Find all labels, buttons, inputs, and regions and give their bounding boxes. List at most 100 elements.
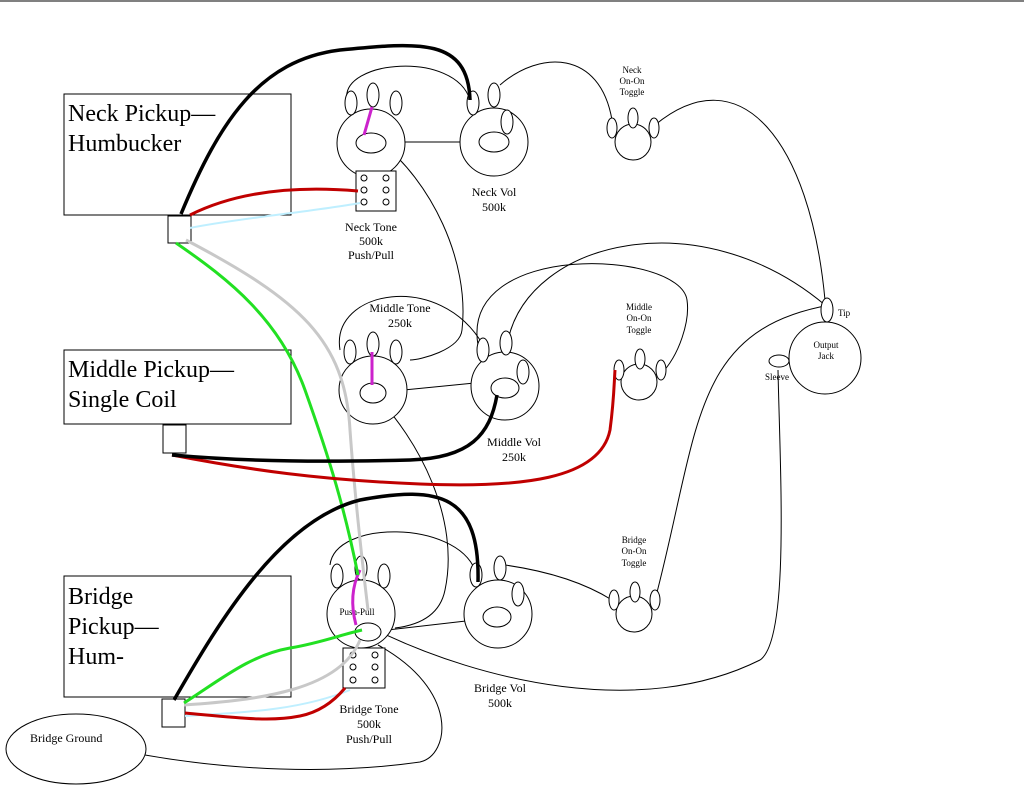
neck-toggle-lug-3 bbox=[648, 117, 660, 139]
wire-middle-red bbox=[171, 369, 617, 487]
bridge-vol-lug-3 bbox=[511, 581, 525, 607]
bridge-pickup-label-1: Bridge bbox=[68, 584, 133, 610]
middle-toggle-lug-2 bbox=[634, 348, 646, 370]
bridge-pickup-label-3: Hum- bbox=[68, 644, 124, 670]
wire-bridge-gray bbox=[183, 639, 362, 707]
middle-tone-pot: Middle Tone 250k bbox=[338, 301, 431, 425]
wire-bridge-toggle-to-tip bbox=[654, 304, 831, 601]
bridge-toggle-lug-1 bbox=[608, 589, 620, 611]
thin-wires bbox=[144, 61, 831, 770]
wire-neck-toggle-to-tip bbox=[654, 99, 826, 301]
output-jack-label-1: Output bbox=[813, 340, 839, 350]
middle-tone-shaft bbox=[359, 382, 387, 404]
bridge-toggle: Bridge On-On Toggle bbox=[608, 535, 661, 633]
neck-vol-label-1: Neck Vol bbox=[472, 185, 517, 199]
wire-bridge-green bbox=[183, 628, 363, 705]
middle-pickup-label-1: Middle Pickup— bbox=[68, 357, 235, 383]
middle-toggle-lug-3 bbox=[655, 359, 667, 381]
neck-tone-label-2: 500k bbox=[359, 234, 383, 248]
middle-toggle-body bbox=[620, 363, 658, 401]
bridge-vol-lug-1 bbox=[469, 562, 483, 588]
bridge-tone-label-1: Bridge Tone bbox=[339, 702, 398, 716]
neck-toggle-body bbox=[614, 123, 652, 161]
wire-neck-red bbox=[189, 187, 359, 217]
bridge-tone-label-2: 500k bbox=[357, 717, 381, 731]
bridge-ground-label: Bridge Ground bbox=[30, 731, 102, 745]
neck-vol-lug-3 bbox=[500, 109, 514, 135]
middle-vol-lug-3 bbox=[516, 359, 530, 385]
wire-middle-vol-to-toggle bbox=[476, 263, 689, 376]
wire-middle-tone-loop bbox=[338, 296, 484, 351]
wire-neck-vol-to-toggle bbox=[499, 61, 613, 121]
middle-vol-pot: Middle Vol 250k bbox=[470, 330, 542, 464]
middle-tone-label-1: Middle Tone bbox=[369, 301, 430, 315]
middle-vol-shaft bbox=[490, 377, 520, 399]
wire-neck-tone-wiper bbox=[362, 106, 374, 136]
neck-tone-lug-3 bbox=[389, 90, 403, 116]
middle-toggle: Middle On-On Toggle bbox=[613, 302, 667, 401]
middle-vol-label-2: 250k bbox=[502, 450, 526, 464]
middle-vol-label-1: Middle Vol bbox=[487, 435, 542, 449]
wire-bridge-tone-loop bbox=[329, 531, 476, 571]
neck-toggle-lug-1 bbox=[606, 117, 618, 139]
neck-vol-lug-2 bbox=[487, 82, 501, 108]
neck-toggle-label-3: Toggle bbox=[620, 87, 645, 97]
middle-toggle-label-2: On-On bbox=[627, 313, 652, 323]
bridge-tone-lug-3 bbox=[377, 563, 391, 589]
wire-bridge-black bbox=[172, 492, 480, 701]
middle-pickup-label-2: Single Coil bbox=[68, 387, 177, 413]
output-jack-tip-label: Tip bbox=[838, 308, 851, 318]
neck-toggle-label-2: On-On bbox=[620, 76, 645, 86]
bridge-ground-ellipse bbox=[5, 713, 147, 785]
middle-tone-lug-1 bbox=[343, 339, 357, 365]
neck-tone-label-3: Push/Pull bbox=[348, 248, 395, 262]
wire-neck-black bbox=[179, 43, 472, 215]
bridge-tone-lug-1 bbox=[330, 563, 344, 589]
wire-bridge-tone-to-sleeve bbox=[379, 369, 782, 691]
bridge-ground: Bridge Ground bbox=[5, 713, 147, 785]
neck-toggle-label-1: Neck bbox=[623, 65, 642, 75]
wire-neck-green bbox=[175, 241, 360, 576]
bridge-pickup-terminal bbox=[161, 698, 186, 728]
neck-pickup-label-2: Humbucker bbox=[68, 131, 181, 157]
neck-tone-pot: Neck Tone 500k Push/Pull bbox=[336, 82, 406, 262]
middle-tone-lug-3 bbox=[389, 339, 403, 365]
wire-bridge-red bbox=[184, 687, 347, 721]
bridge-vol-shaft bbox=[482, 606, 512, 628]
neck-vol-pot: Neck Vol 500k bbox=[459, 82, 529, 214]
neck-toggle-lug-2 bbox=[627, 107, 639, 129]
neck-pickup: Neck Pickup— Humbucker bbox=[63, 93, 292, 244]
output-jack-sleeve-label: Sleeve bbox=[765, 372, 789, 382]
middle-pickup-box bbox=[63, 349, 292, 425]
bridge-tone-label-3: Push/Pull bbox=[346, 732, 393, 746]
colored-wires bbox=[171, 43, 617, 721]
wire-neck-tone-to-vol bbox=[346, 65, 471, 101]
neck-tone-lug-1 bbox=[344, 90, 358, 116]
middle-toggle-label-1: Middle bbox=[626, 302, 652, 312]
wire-neck-gray bbox=[185, 238, 370, 611]
neck-tone-shaft bbox=[355, 132, 387, 154]
wire-neck-lightblue bbox=[189, 202, 361, 229]
middle-pickup: Middle Pickup— Single Coil bbox=[63, 349, 292, 454]
output-jack-tip-lug bbox=[820, 297, 834, 323]
neck-toggle: Neck On-On Toggle bbox=[606, 65, 660, 161]
neck-tone-lug-2 bbox=[366, 82, 380, 108]
output-jack-sleeve-lug bbox=[768, 354, 790, 368]
wire-neck-tone-to-middle bbox=[379, 141, 464, 361]
output-jack-body bbox=[788, 321, 862, 395]
neck-pickup-label-1: Neck Pickup— bbox=[68, 101, 216, 127]
wire-bridge-vol-to-toggle bbox=[504, 564, 613, 601]
bridge-toggle-lug-2 bbox=[629, 581, 641, 603]
output-jack-label-2: Jack bbox=[818, 351, 834, 361]
neck-tone-label-1: Neck Tone bbox=[345, 220, 397, 234]
wire-middle-vol-to-tip bbox=[507, 242, 826, 341]
bridge-toggle-label-1: Bridge bbox=[622, 535, 647, 545]
neck-pickup-terminal bbox=[167, 215, 192, 244]
neck-vol-shaft bbox=[478, 131, 510, 153]
bridge-vol-label-2: 500k bbox=[488, 696, 512, 710]
neck-vol-label-2: 500k bbox=[482, 200, 506, 214]
output-jack: Tip Sleeve Output Jack bbox=[765, 297, 862, 395]
middle-toggle-label-3: Toggle bbox=[627, 325, 652, 335]
